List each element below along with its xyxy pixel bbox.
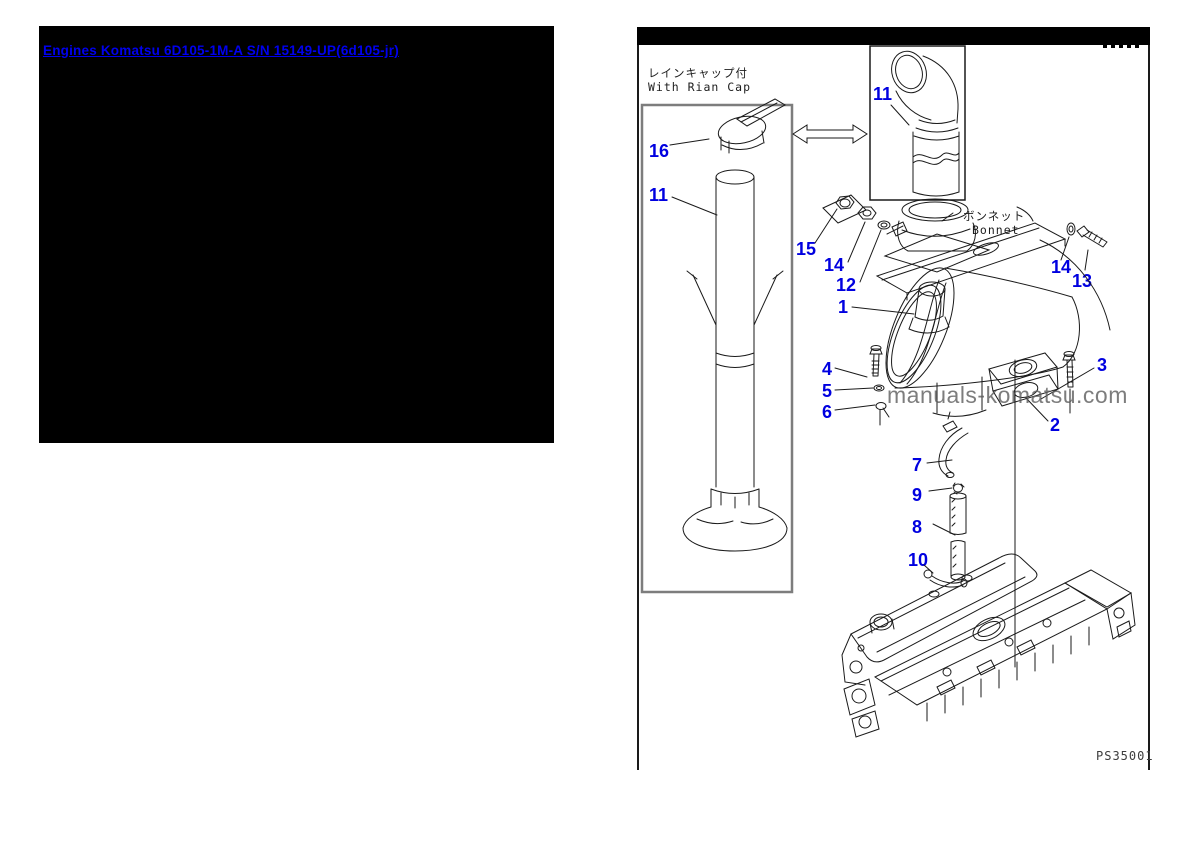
diagram-panel: レインキャップ付 With Rian Cap ボンネット Bonnet: [637, 27, 1153, 770]
leader-10: [924, 565, 933, 573]
bonnet-caption-jp: ボンネット: [963, 209, 1026, 223]
callout-4: 4: [822, 359, 833, 379]
leader-9: [929, 488, 952, 491]
figure-code: PS35001: [1096, 749, 1154, 763]
callout-16: 16: [649, 141, 670, 161]
bonnet-plate: [877, 207, 1065, 300]
leader-13: [1085, 250, 1088, 270]
leader-14b: [1061, 237, 1069, 260]
left-black-panel: Engines Komatsu 6D105-1M-A S/N 15149-UP(…: [39, 26, 554, 443]
leader-4: [835, 368, 867, 377]
panel-border-left: [637, 45, 639, 770]
leader-3: [1041, 368, 1094, 399]
elbow-box: [870, 46, 965, 200]
rain-cap-caption-en: With Rian Cap: [648, 80, 752, 94]
swap-arrow: [793, 125, 867, 143]
callout-6: 6: [822, 402, 833, 422]
parts-diagram: [637, 27, 1150, 770]
mount-hardware: [815, 195, 890, 282]
callout-14-right: 14: [1051, 257, 1072, 277]
diagram-top-bar: [637, 27, 1150, 45]
leader-5: [835, 388, 873, 390]
leader-15: [815, 209, 837, 243]
leader-16: [670, 139, 709, 145]
inset-box: [642, 99, 792, 592]
bonnet-caption-en: Bonnet: [972, 223, 1020, 237]
muffler: [852, 259, 1079, 416]
callout-12: 12: [836, 275, 857, 295]
exhaust-pipe: [683, 170, 787, 551]
leader-7: [927, 460, 952, 463]
bolts: [835, 223, 1110, 425]
leader-2: [1026, 398, 1048, 421]
callout-1: 1: [838, 297, 849, 317]
callout-7: 7: [912, 455, 923, 475]
callout-2: 2: [1050, 415, 1061, 435]
rain-cap-caption-jp: レインキャップ付: [648, 66, 748, 80]
leader-14a: [848, 222, 865, 262]
callout-11-inset: 11: [649, 185, 669, 205]
panel-border-right: [1148, 45, 1150, 770]
callout-14-left: 14: [824, 255, 845, 275]
callout-15: 15: [796, 239, 817, 259]
leader-12: [860, 230, 881, 282]
leader-8: [933, 524, 955, 535]
callout-13: 13: [1072, 271, 1093, 291]
callout-10: 10: [908, 550, 929, 570]
callout-3: 3: [1097, 355, 1108, 375]
callout-11-box: 11: [873, 84, 893, 104]
rain-cap: [716, 99, 785, 153]
leader-11b: [891, 105, 909, 125]
leader-11a: [672, 197, 717, 215]
leader-6: [835, 405, 875, 410]
leader-1: [852, 307, 914, 314]
watermark: manuals-komatsu.com: [887, 382, 1128, 408]
callout-8: 8: [912, 517, 923, 537]
callout-9: 9: [912, 485, 923, 505]
engine-head: [842, 554, 1135, 737]
inlet-flange: [885, 199, 989, 272]
drain-group: [924, 412, 968, 587]
bar-ticks: [1103, 45, 1143, 48]
callout-5: 5: [822, 381, 833, 401]
catalog-link[interactable]: Engines Komatsu 6D105-1M-A S/N 15149-UP(…: [43, 43, 399, 58]
